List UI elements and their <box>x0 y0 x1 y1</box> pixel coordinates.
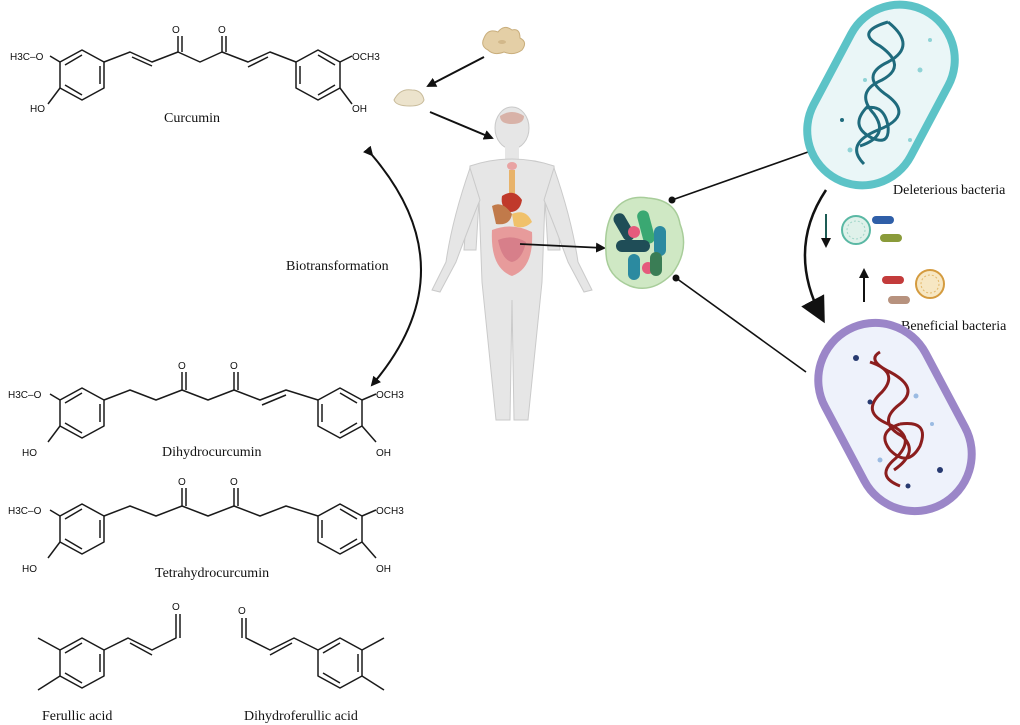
deleterious-connector <box>668 151 809 204</box>
dihydrocurcumin-structure: O O H3C–O HO OCH3 OH <box>8 361 404 459</box>
methoxy-right: OCH3 <box>352 52 380 63</box>
dihydroferulic-acid-label: Dihydroferullic acid <box>244 709 358 724</box>
beneficial-connector <box>672 274 807 373</box>
turmeric-powder-icon <box>393 89 425 107</box>
dhc-carbonyl-o-2: O <box>230 361 238 372</box>
dhc-methoxy-left: H3C–O <box>8 390 42 401</box>
beneficial-label: Beneficial bacteria <box>901 319 1007 334</box>
biotransformation-label: Biotransformation <box>286 259 389 274</box>
ginger-arrow <box>426 56 485 87</box>
beneficial-bacterium-icon <box>814 318 976 516</box>
deleterious-label: Deleterious bacteria <box>893 183 1006 198</box>
curcumin-structure: O O H3C–O HO OCH3 OH <box>10 25 380 115</box>
methoxy-left: H3C–O <box>10 52 44 63</box>
ferulic-acid-structure: O <box>37 602 181 691</box>
dhc-hydroxy-right: OH <box>376 448 391 459</box>
dihydroferulic-acid-structure: O <box>238 606 385 691</box>
carbonyl-o-2: O <box>218 25 226 36</box>
thc-methoxy-right: OCH3 <box>376 506 404 517</box>
tetrahydrocurcumin-label: Tetrahydrocurcumin <box>155 566 269 581</box>
fa-o: O <box>172 602 180 613</box>
ferulic-acid-label: Ferullic acid <box>42 709 112 724</box>
transition-arrow <box>801 189 828 324</box>
gut-microbiota-icon <box>604 196 685 289</box>
thc-carbonyl-o-2: O <box>230 477 238 488</box>
biotransformation-arrow <box>363 145 422 387</box>
powder-arrow <box>429 111 494 140</box>
microbe-cluster-icon <box>841 215 945 304</box>
dhc-carbonyl-o-1: O <box>178 361 186 372</box>
dhc-hydroxy-left: HO <box>22 448 37 459</box>
dhc-methoxy-right: OCH3 <box>376 390 404 401</box>
thc-hydroxy-right: OH <box>376 564 391 575</box>
human-body-icon <box>431 106 593 421</box>
dfa-o: O <box>238 606 246 617</box>
tetrahydrocurcumin-structure: O O H3C–O HO OCH3 OH <box>8 477 404 575</box>
curcumin-label: Curcumin <box>164 111 220 126</box>
thc-carbonyl-o-1: O <box>178 477 186 488</box>
deleterious-bacterium-icon <box>803 0 959 190</box>
thc-methoxy-left: H3C–O <box>8 506 42 517</box>
carbonyl-o-1: O <box>172 25 180 36</box>
hydroxy-left: HO <box>30 104 45 115</box>
gut-arrow <box>519 242 606 253</box>
hydroxy-right: OH <box>352 104 367 115</box>
dihydrocurcumin-label: Dihydrocurcumin <box>162 445 262 460</box>
thc-hydroxy-left: HO <box>22 564 37 575</box>
ginger-root-icon <box>482 26 526 55</box>
